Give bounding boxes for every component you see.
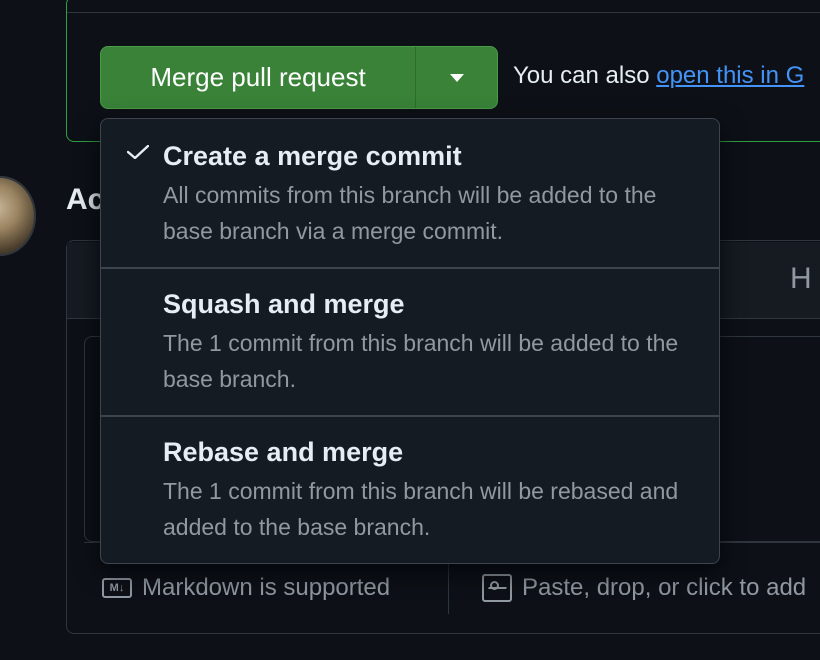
footer-divider xyxy=(448,562,449,614)
menu-item-title: Create a merge commit xyxy=(163,141,462,171)
markdown-label: Markdown is supported xyxy=(142,574,391,601)
menu-item-title: Squash and merge xyxy=(163,289,405,319)
avatar[interactable] xyxy=(0,176,36,256)
open-in-desktop-hint: You can also open this in G xyxy=(513,62,804,90)
menu-item-description: All commits from this branch will be add… xyxy=(163,182,657,244)
attach-files-button[interactable]: Paste, drop, or click to add xyxy=(482,574,806,602)
merge-method-dropdown-button[interactable] xyxy=(416,47,497,108)
menu-item-description: The 1 commit from this branch will be re… xyxy=(163,478,679,540)
menu-divider xyxy=(101,415,719,417)
menu-item-rebase-and-merge[interactable]: Rebase and merge The 1 commit from this … xyxy=(101,416,719,563)
merge-box-divider xyxy=(67,12,820,13)
paste-label: Paste, drop, or click to add xyxy=(522,574,807,601)
merge-method-menu: Create a merge commit All commits from t… xyxy=(100,118,720,564)
comment-section-title: Ac xyxy=(66,183,105,216)
merge-pull-request-button[interactable]: Merge pull request xyxy=(101,47,416,108)
chevron-down-icon xyxy=(449,73,464,82)
menu-divider xyxy=(101,267,719,269)
menu-item-title: Rebase and merge xyxy=(163,437,404,467)
menu-item-squash-and-merge[interactable]: Squash and merge The 1 commit from this … xyxy=(101,268,719,415)
also-prefix: You can also xyxy=(513,62,657,89)
image-icon xyxy=(482,574,512,602)
tab-fragment[interactable]: H xyxy=(790,262,812,295)
menu-item-description: The 1 commit from this branch will be ad… xyxy=(163,330,679,392)
merge-button-group: Merge pull request xyxy=(100,46,498,109)
open-in-desktop-link[interactable]: open this in G xyxy=(656,62,805,89)
markdown-icon: M↓ xyxy=(102,578,132,598)
check-icon xyxy=(127,145,149,159)
menu-item-create-merge-commit[interactable]: Create a merge commit All commits from t… xyxy=(101,119,719,267)
markdown-supported-link[interactable]: M↓ Markdown is supported xyxy=(102,574,390,602)
